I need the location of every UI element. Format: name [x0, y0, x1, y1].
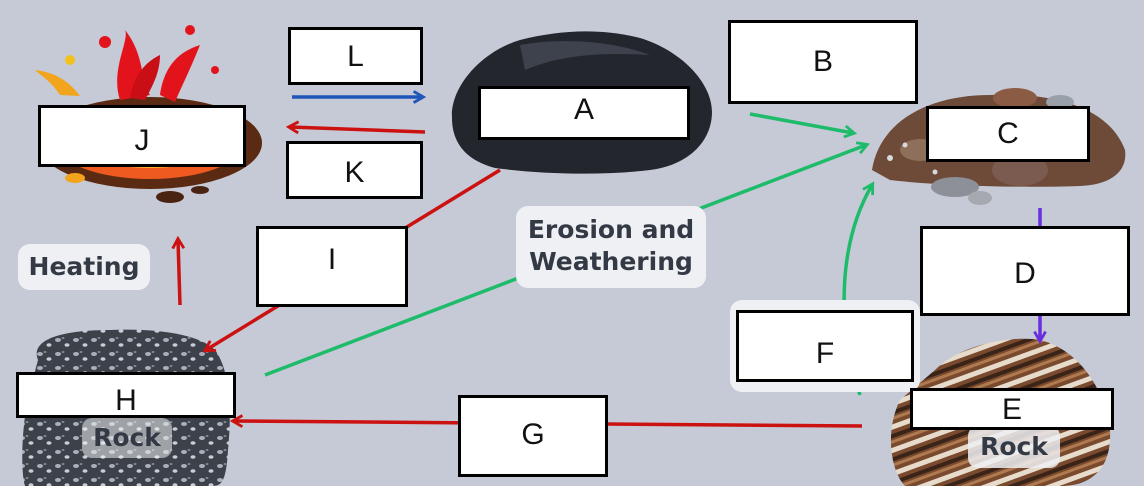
label-box-c[interactable]: C	[926, 106, 1090, 162]
label-box-l[interactable]: L	[288, 27, 423, 85]
erosion-caption-line2: Weathering	[529, 247, 693, 276]
arrow-red-heating	[171, 235, 186, 306]
label-box-k[interactable]: K	[286, 141, 423, 199]
label-b-text: B	[812, 45, 833, 78]
label-box-f[interactable]: F	[736, 310, 914, 382]
label-i-text: I	[327, 243, 337, 276]
label-box-j[interactable]: J	[38, 105, 246, 167]
label-a-text: A	[573, 93, 594, 126]
rock-caption-right: Rock	[968, 426, 1060, 468]
label-e-text: E	[1001, 393, 1022, 426]
label-h-text: H	[115, 384, 137, 417]
label-d-text: D	[1014, 257, 1036, 290]
label-j-text: J	[134, 124, 150, 157]
label-box-e[interactable]: E	[910, 388, 1114, 430]
rock-caption-left: Rock	[82, 418, 172, 458]
label-c-text: C	[997, 117, 1019, 150]
label-box-b[interactable]: B	[728, 20, 918, 104]
erosion-caption-line1: Erosion and	[527, 215, 695, 244]
label-l-text: L	[347, 40, 364, 73]
label-k-text: K	[344, 156, 365, 189]
heating-caption: Heating	[18, 244, 150, 290]
erosion-weathering-caption: Erosion and Weathering	[516, 206, 706, 288]
label-box-g[interactable]: G	[458, 395, 608, 477]
label-box-a[interactable]: A	[478, 86, 690, 140]
label-f-text: F	[815, 337, 835, 370]
label-box-i[interactable]: I	[256, 226, 408, 307]
label-box-h[interactable]: H	[16, 372, 236, 418]
arrow-green-b	[749, 112, 858, 139]
arrow-red-k	[285, 120, 426, 135]
label-g-text: G	[521, 418, 545, 451]
label-box-d[interactable]: D	[920, 226, 1130, 316]
